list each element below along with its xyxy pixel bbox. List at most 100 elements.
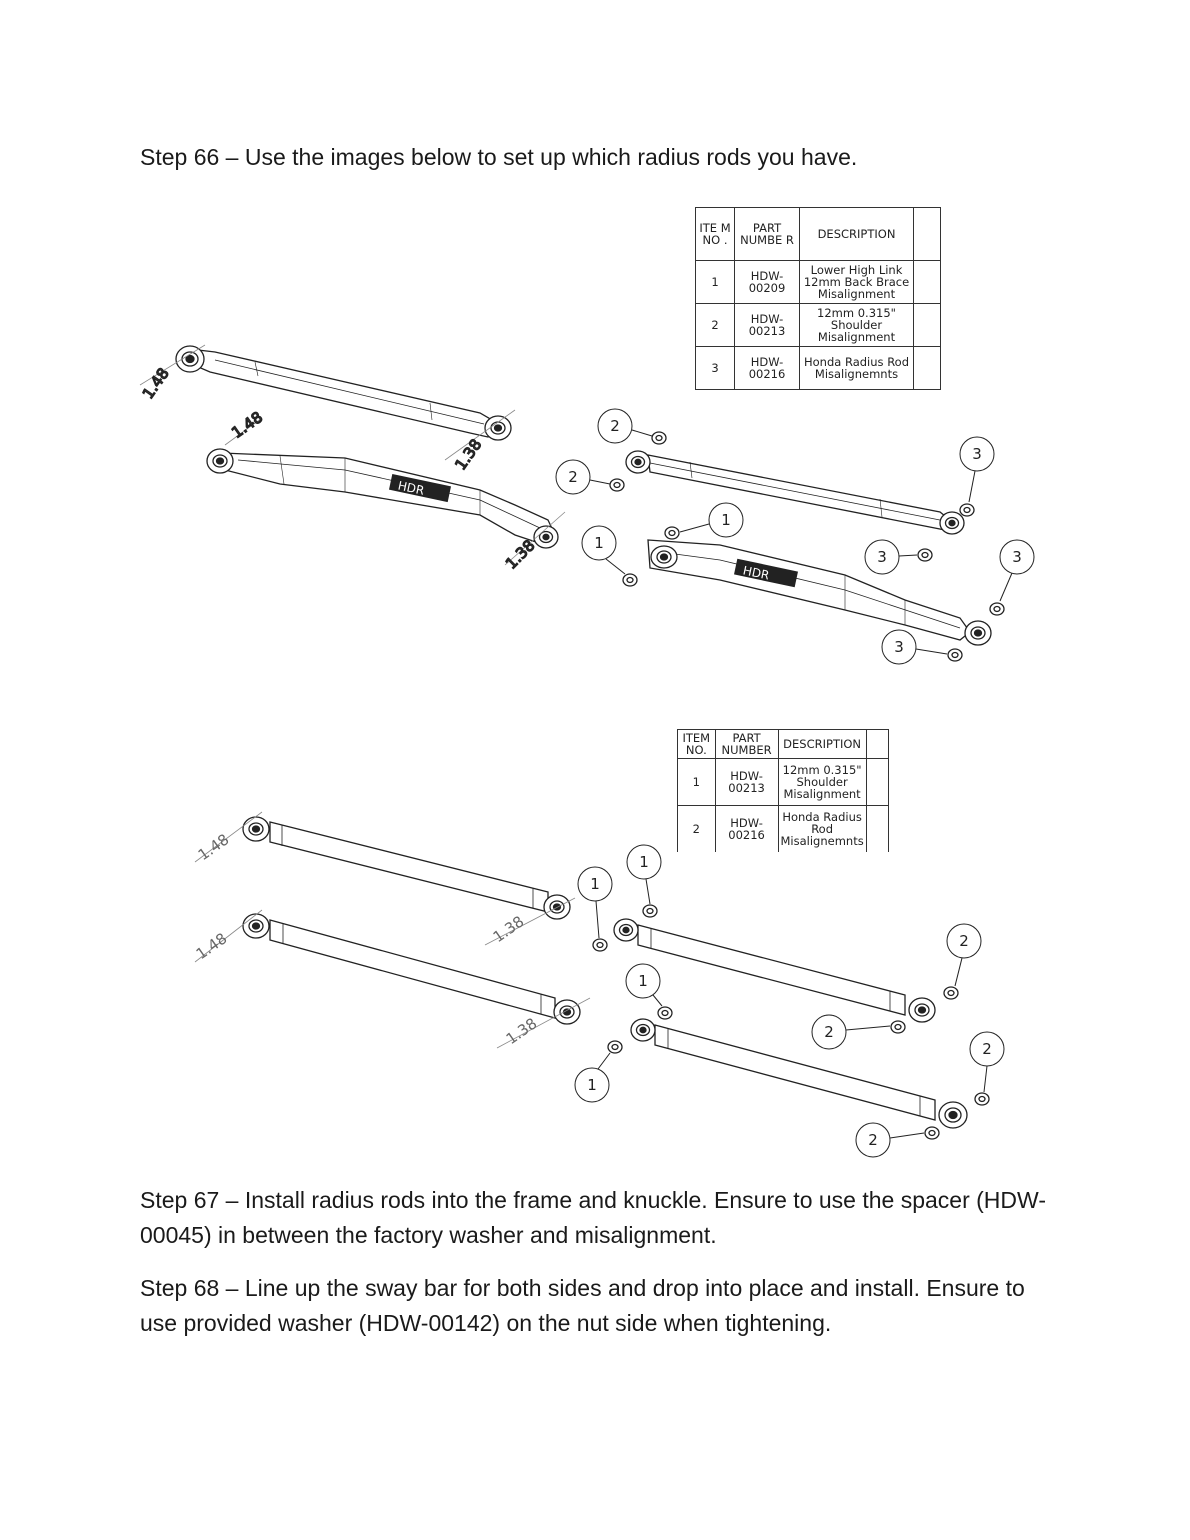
spacer-icon [607,1040,623,1054]
dimension-label-1-48: 1.48 [139,365,173,403]
bom-table-upper: ITE M NO . PART NUMBE R DESCRIPTION 1 HD… [695,207,941,390]
bom-part-number: HDW-00213 [714,758,779,806]
bom-description: Honda Radius Rod Misalignemnts [777,805,867,852]
dimension-label-1-38: 1.38 [502,536,538,572]
bom-part-number: HDW-00209 [734,260,800,304]
bom-item-no: 1 [677,758,716,806]
rod-end-icon [630,1018,656,1042]
spacer-icon [651,431,667,445]
balloon-label: 1 [590,875,600,893]
step-68-text: Step 68 – Line up the sway bar for both … [140,1275,1025,1336]
rod-end-icon [175,345,205,373]
spacer-icon [642,904,658,918]
step-67-text: Step 67 – Install radius rods into the f… [140,1187,1046,1248]
bom-header-row: ITE M NO . PART NUMBE R DESCRIPTION [695,207,941,261]
dimension-label-1-48: 1.48 [228,408,266,442]
spacer-icon [609,478,625,492]
spacer-icon [657,1006,673,1020]
balloon-label: 2 [868,1131,878,1149]
bom-row: 3 HDW-00216 Honda Radius Rod Misalignemn… [695,346,941,390]
balloon-label: 1 [721,511,731,529]
svg-text:HDR: HDR [397,479,426,498]
balloon-label: 2 [982,1040,992,1058]
bom-item-no: 2 [695,303,735,347]
balloon-label: 2 [959,932,969,950]
rod-end-icon [625,450,651,474]
balloon-label: 1 [594,534,604,552]
bom-part-number: HDW-00216 [714,805,779,852]
spacer-icon [959,503,975,517]
upper-rod-exploded [647,454,951,531]
bom-blank-cell [913,260,941,304]
balloon-label: 3 [894,638,904,656]
bom-blank-cell [865,805,890,852]
rod-end-icon [553,999,581,1025]
bom-row: 2 HDW-00216 Honda Radius Rod Misalignemn… [677,805,890,852]
bom-blank-cell [913,346,941,390]
balloon-label: 1 [639,853,649,871]
bom-row: 1 HDW-00213 12mm 0.315" Shoulder Misalig… [677,758,890,806]
bom-header-part: PART NUMBER [714,729,779,759]
lower-hdr-rod-assembled: HDR [221,452,556,546]
tube-rod-exploded-upper [637,924,906,1016]
rod-end-icon [484,415,512,441]
bom-blank-cell [913,303,941,347]
bom-item-no: 3 [695,346,735,390]
balloon-label: 3 [1012,548,1022,566]
dimension-lines-upper [139,344,566,566]
bom-description: 12mm 0.315" Shoulder Misalignment [799,303,914,347]
spacer-icon [890,1020,906,1034]
rod-end-icon [908,997,936,1023]
bom-header-row: ITEM NO. PART NUMBER DESCRIPTION [677,729,890,759]
dimension-label-1-48: 1.48 [195,830,233,864]
dimension-lines-lower [194,811,591,1049]
balloon-label: 3 [972,445,982,463]
balloon-label: 2 [824,1023,834,1041]
spacer-icon [592,938,608,952]
rod-end-icon [242,816,270,842]
dimension-label-1-38: 1.38 [451,436,485,474]
balloon-label: 1 [638,972,648,990]
rod-end-icon [650,545,678,569]
bom-item-no: 1 [695,260,735,304]
balloon-label: 1 [587,1076,597,1094]
balloon-label: 2 [610,417,620,435]
dimension-label-1-48: 1.48 [193,929,231,963]
rod-end-icon [939,511,965,535]
rod-end-icon [206,448,234,474]
svg-text:HDR: HDR [742,563,771,582]
spacer-icon [974,1092,990,1106]
spacer-icon [943,986,959,1000]
bom-row: 1 HDW-00209 Lower High Link 12mm Back Br… [695,260,941,304]
rod-end-icon [533,525,559,549]
balloon-label: 3 [877,548,887,566]
balloon-callouts-upper [555,408,1035,665]
bom-header-blank [913,207,941,261]
dimension-label-1-38: 1.38 [503,1014,541,1048]
bom-header-description: DESCRIPTION [799,207,914,261]
bom-part-number: HDW-00216 [734,346,800,390]
balloon-callouts-lower [574,844,1005,1158]
bom-header-item: ITEM NO. [677,729,716,759]
dimension-label-1-38: 1.38 [490,912,528,946]
step-66-text: Step 66 – Use the images below to set up… [140,144,858,170]
bom-description: Honda Radius Rod Misalignemnts [799,346,914,390]
tube-rod-exploded-lower [654,1024,936,1121]
bom-blank-cell [865,758,890,806]
balloon-label: 2 [568,468,578,486]
bom-description: Lower High Link 12mm Back Brace Misalign… [799,260,914,304]
spacer-icon [924,1126,940,1140]
rod-end-icon [242,913,270,939]
rod-end-icon [613,918,639,942]
bom-table-lower: ITEM NO. PART NUMBER DESCRIPTION 1 HDW-0… [677,729,890,852]
bom-header-item: ITE M NO . [695,207,735,261]
spacer-icon [622,573,638,587]
rod-end-icon [964,620,992,646]
spacer-icon [989,602,1005,616]
spacer-icon [917,548,933,562]
rod-end-icon [938,1101,968,1129]
spacer-icon [947,648,963,662]
tube-rod-assembled-upper [269,821,549,913]
spacer-icon [664,526,680,540]
